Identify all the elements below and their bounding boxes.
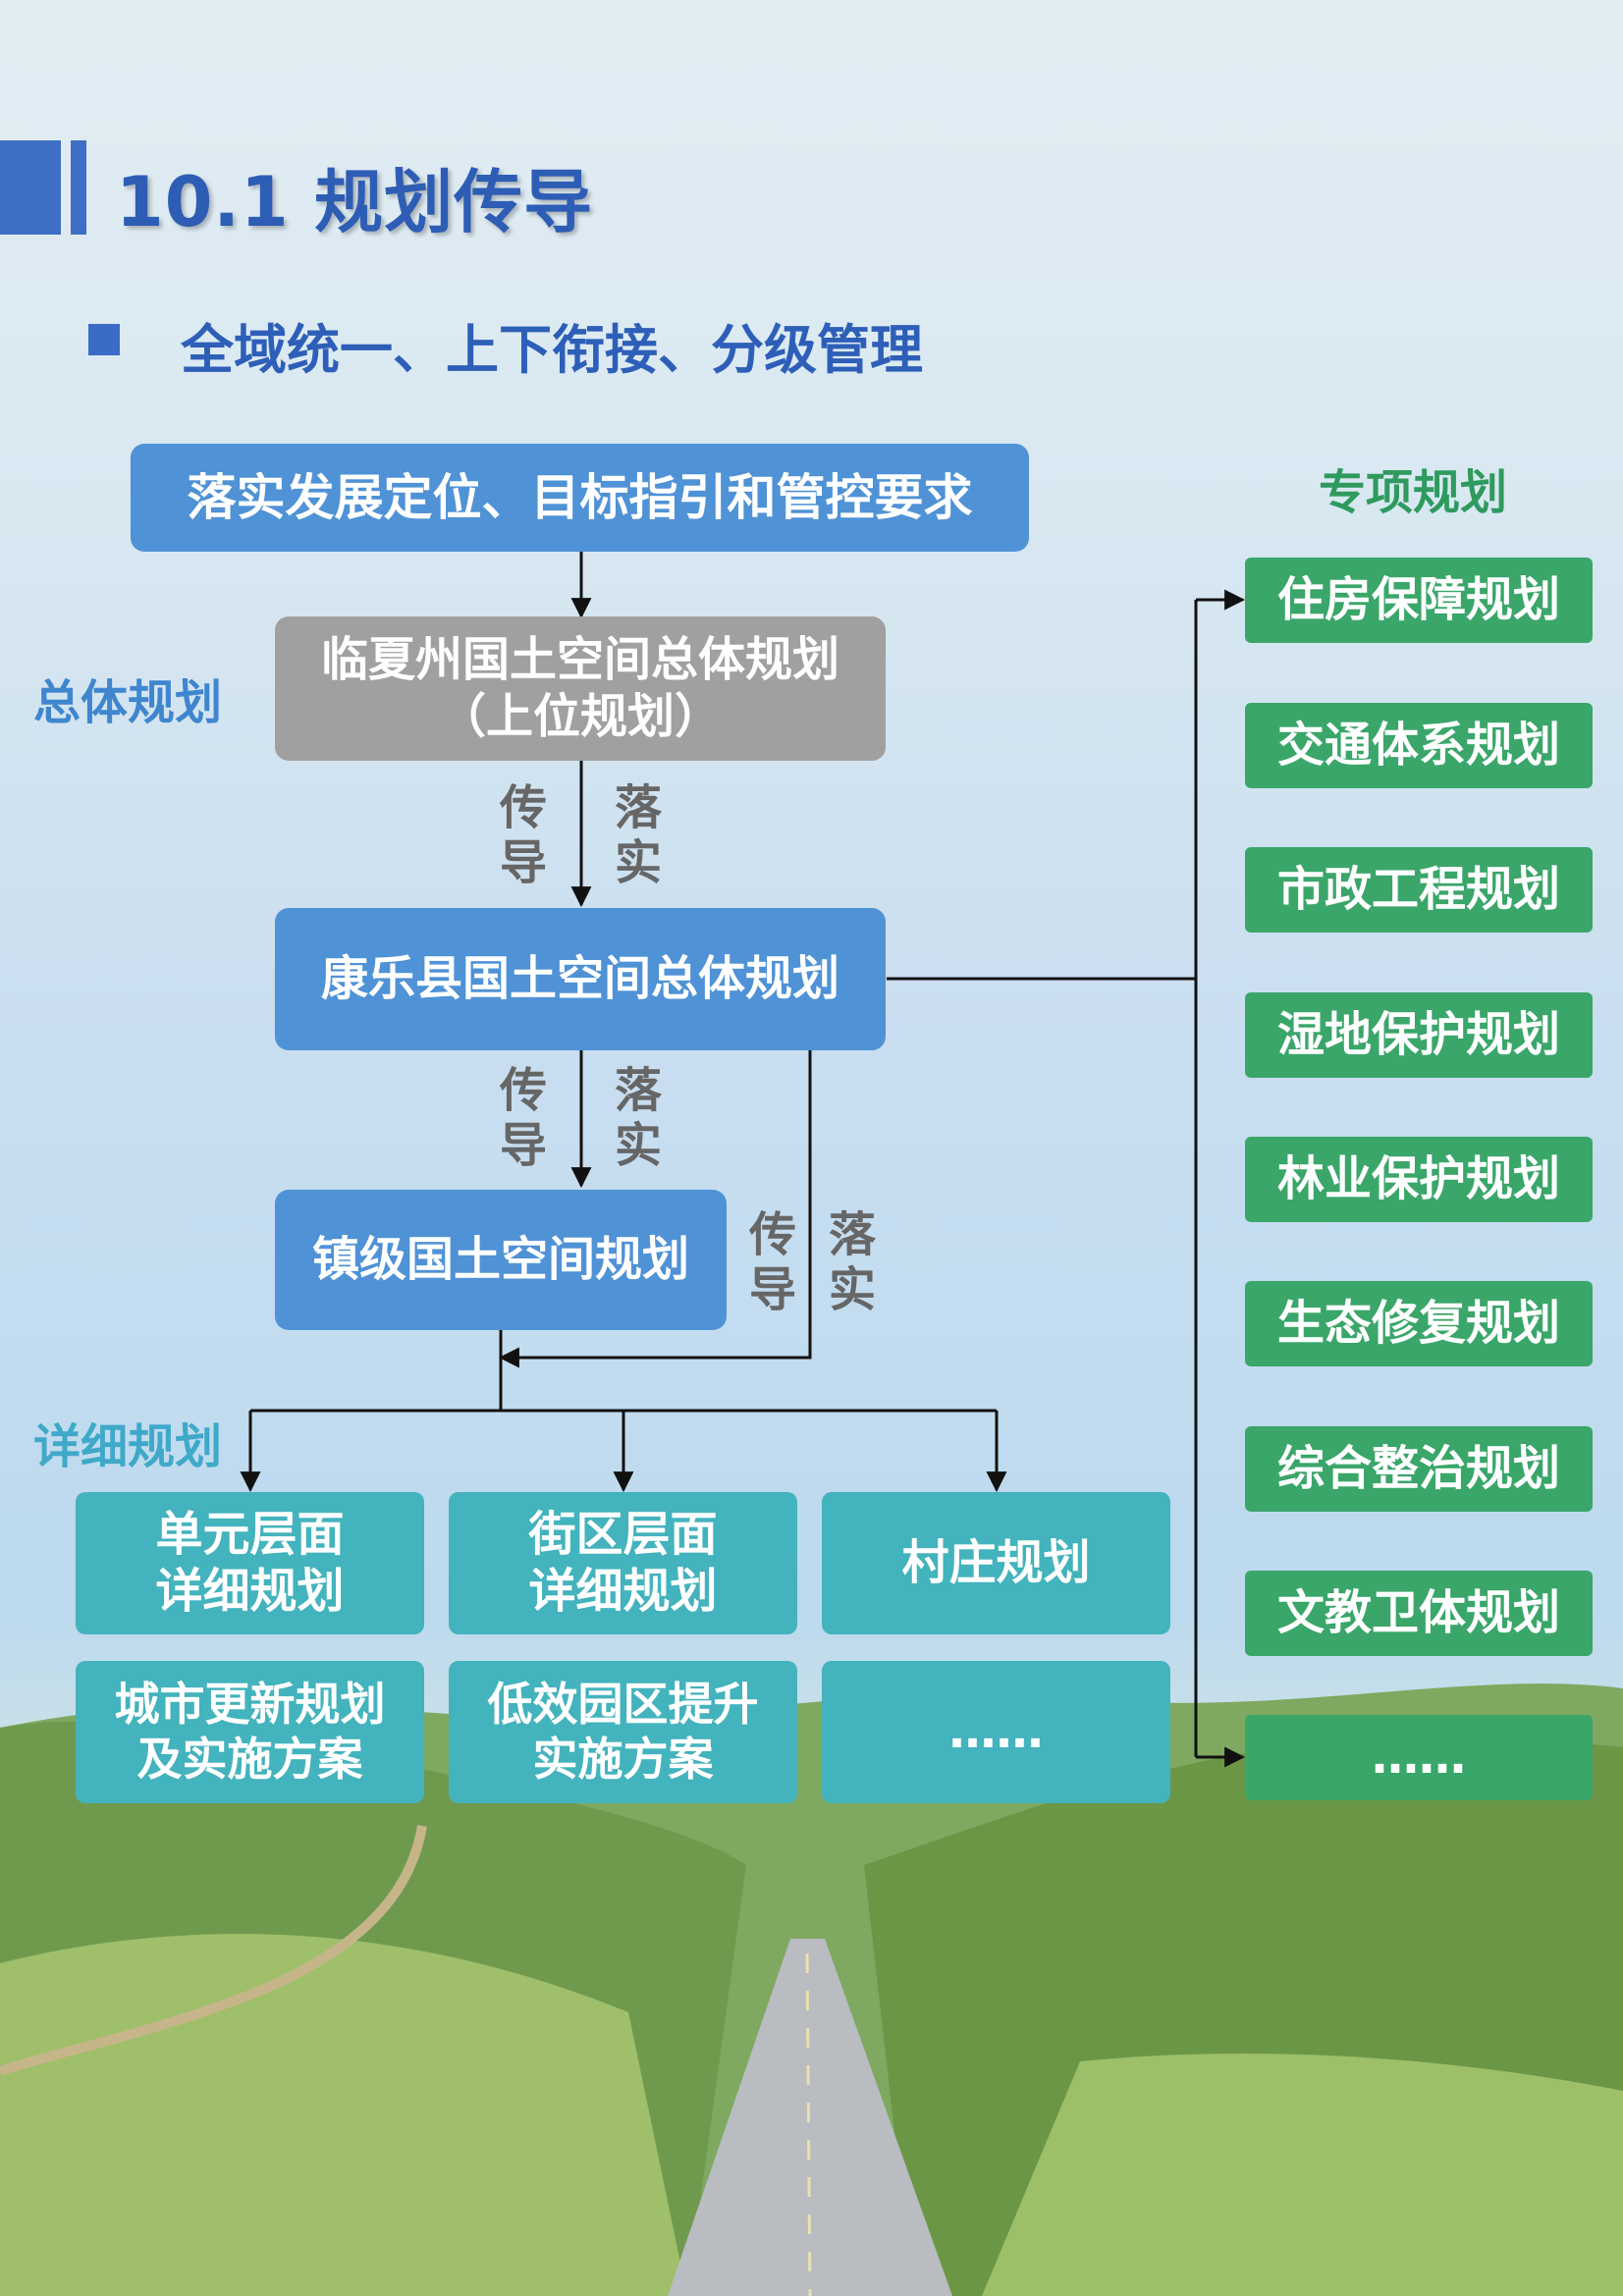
detailed-plan-line: 及实施方案 (136, 1732, 363, 1786)
special-plan-item: 住房保障规划 (1245, 558, 1593, 643)
upper-plan-note: （上位规划） (438, 688, 722, 744)
page-title: 10.1 规划传导 (116, 162, 594, 242)
special-plan-item: …… (1245, 1715, 1593, 1800)
connector-a-char: 传 (499, 780, 547, 835)
connector-b-char: 落 (614, 1063, 662, 1118)
connector-a-char: 落 (614, 780, 662, 835)
special-plan-label: 林业保护规划 (1276, 1150, 1560, 1206)
detailed-plan-line: …… (948, 1703, 1044, 1759)
special-plan-label: 生态修复规划 (1276, 1295, 1560, 1351)
detailed-plan-unit: 单元层面 详细规划 (76, 1492, 424, 1634)
special-plan-item: 湿地保护规划 (1245, 992, 1593, 1078)
detailed-plan-line: 详细规划 (155, 1563, 345, 1619)
top-requirements-text: 落实发展定位、目标指引和管控要求 (187, 469, 973, 526)
special-plan-label: 住房保障规划 (1276, 571, 1560, 627)
header-accent-bar (0, 140, 61, 235)
detailed-plan-line: 低效园区提升 (487, 1678, 759, 1732)
special-plan-label: 交通体系规划 (1276, 717, 1560, 773)
detailed-plan-more: …… (822, 1661, 1170, 1803)
connector-b-char: 传 (499, 1063, 547, 1118)
special-plan-item: 市政工程规划 (1245, 847, 1593, 933)
header-accent-stripe (71, 140, 86, 235)
special-plan-label: 湿地保护规划 (1276, 1006, 1560, 1062)
connector-a-char: 实 (614, 835, 662, 890)
special-plan-item: 综合整治规划 (1245, 1426, 1593, 1512)
connector-a-implement: 落 实 (609, 780, 668, 890)
special-plan-label: 文教卫体规划 (1276, 1584, 1560, 1640)
section-subtitle: 全域统一、上下衔接、分级管理 (181, 319, 923, 381)
special-plan-item: 林业保护规划 (1245, 1137, 1593, 1222)
county-plan-text: 康乐县国土空间总体规划 (320, 950, 839, 1006)
county-plan-box: 康乐县国土空间总体规划 (275, 908, 886, 1050)
detailed-plan-line: 城市更新规划 (114, 1678, 386, 1732)
special-plan-item: 文教卫体规划 (1245, 1571, 1593, 1656)
detailed-plan-line: 村庄规划 (901, 1534, 1091, 1590)
connector-b-char: 实 (614, 1118, 662, 1173)
connector-b-implement: 落 实 (609, 1063, 668, 1173)
bullet-square-icon (88, 324, 120, 355)
connector-b-char: 导 (499, 1118, 547, 1173)
special-plan-label: 市政工程规划 (1276, 861, 1560, 917)
detailed-plan-line: 实施方案 (532, 1732, 714, 1786)
upper-plan-box: 临夏州国土空间总体规划 （上位规划） (275, 616, 886, 761)
detailed-plan-line: 详细规划 (528, 1563, 718, 1619)
detailed-plan-line: 街区层面 (528, 1506, 718, 1562)
detailed-plan-park-upgrade: 低效园区提升 实施方案 (449, 1661, 797, 1803)
connector-a-char: 导 (499, 835, 547, 890)
town-plan-text: 镇级国土空间规划 (311, 1231, 689, 1287)
connector-c-char: 实 (828, 1262, 876, 1317)
detailed-plan-block: 街区层面 详细规划 (449, 1492, 797, 1634)
special-plan-label: …… (1372, 1729, 1466, 1785)
connector-c-char: 传 (748, 1207, 796, 1262)
detailed-plan-village: 村庄规划 (822, 1492, 1170, 1634)
road (668, 1939, 952, 2296)
special-plan-label: 综合整治规划 (1276, 1440, 1560, 1496)
special-plan-item: 交通体系规划 (1245, 703, 1593, 788)
detailed-plan-line: 单元层面 (155, 1506, 345, 1562)
meadow-right (982, 2053, 1623, 2296)
dirt-path (0, 1825, 427, 2076)
detailed-plan-urban-renewal: 城市更新规划 及实施方案 (76, 1661, 424, 1803)
label-special-plan: 专项规划 (1319, 465, 1508, 520)
connector-c-implement: 落 实 (823, 1207, 882, 1317)
special-plan-item: 生态修复规划 (1245, 1281, 1593, 1366)
connector-c-transmit: 传 导 (743, 1207, 802, 1317)
connector-c-char: 导 (748, 1262, 796, 1317)
label-overall-plan: 总体规划 (33, 675, 223, 730)
connector-b-transmit: 传 导 (494, 1063, 553, 1173)
top-requirements-box: 落实发展定位、目标指引和管控要求 (131, 444, 1029, 552)
connector-c-char: 落 (828, 1207, 876, 1262)
upper-plan-title: 临夏州国土空间总体规划 (320, 631, 839, 687)
town-plan-box: 镇级国土空间规划 (275, 1190, 727, 1330)
label-detailed-plan: 详细规划 (33, 1419, 223, 1474)
connector-a-transmit: 传 导 (494, 780, 553, 890)
